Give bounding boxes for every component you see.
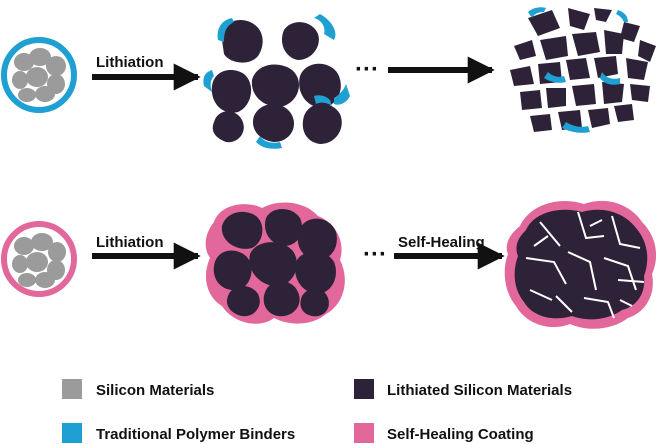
pulverized-particles: [510, 7, 656, 133]
legend-item-silicon: Silicon Materials: [62, 379, 214, 399]
legend-item-coating: Self-Healing Coating: [354, 423, 534, 443]
lithiation-label: Lithiation: [96, 54, 164, 71]
initial-silicon-particle-binder: [1, 37, 77, 113]
binder-fragments: [203, 14, 350, 149]
ellipsis-2: ···: [363, 241, 387, 268]
legend-label-lithiated: Lithiated Silicon Materials: [387, 382, 572, 399]
initial-silicon-particle-coating: [1, 221, 77, 297]
legend-label-silicon: Silicon Materials: [96, 382, 214, 399]
legend-item-lithiated: Lithiated Silicon Materials: [354, 379, 572, 399]
binder-fragments-scattered: [528, 7, 628, 133]
contained-fragmented-particles: [504, 200, 657, 329]
self-healing-label: Self-Healing: [398, 234, 485, 251]
legend-swatch-lithiated: [354, 379, 374, 399]
row-self-healing: Lithiation ··· Self-Healing: [1, 200, 657, 329]
legend-swatch-coating: [354, 423, 374, 443]
coated-expanded-particles: [205, 202, 345, 324]
legend-label-binder: Traditional Polymer Binders: [96, 426, 295, 443]
fracture-lines: [525, 211, 645, 319]
legend: Silicon Materials Lithiated Silicon Mate…: [62, 379, 572, 443]
expanded-lithiated-particles: [203, 14, 350, 149]
legend-swatch-binder: [62, 423, 82, 443]
legend-item-binder: Traditional Polymer Binders: [62, 423, 295, 443]
legend-label-coating: Self-Healing Coating: [387, 426, 534, 443]
silicon-grains-2: [12, 233, 66, 288]
legend-swatch-silicon: [62, 379, 82, 399]
row-traditional-binder: Lithiation ···: [1, 7, 656, 149]
silicon-grains: [12, 48, 66, 102]
lithiation-label-2: Lithiation: [96, 234, 164, 251]
ellipsis: ···: [355, 56, 379, 83]
